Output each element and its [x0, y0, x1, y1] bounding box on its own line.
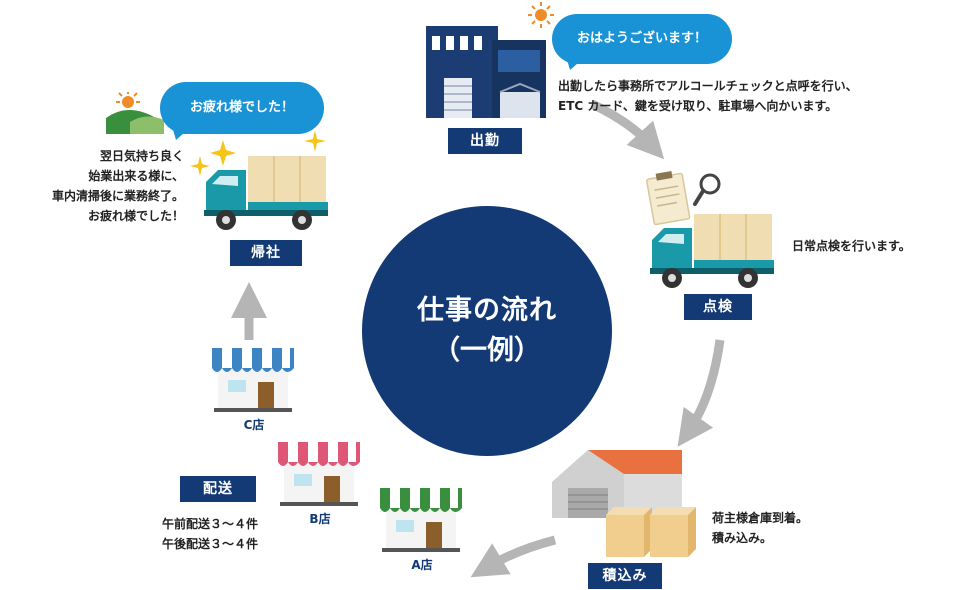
arrow-shukkin-to-tenken: [590, 99, 665, 160]
kisha-desc-line4: お疲れ様でした！: [87, 209, 184, 223]
arrow-tsumikomi-to-store-a: [470, 535, 557, 578]
store-b-label: B店: [309, 512, 331, 526]
tenken-desc: 日常点検を行います。: [792, 239, 911, 253]
store-icon: [278, 442, 360, 506]
haisou-desc-line1: 午前配送３～４件: [162, 517, 259, 531]
office-building-icon: [426, 26, 546, 118]
kisha-desc-line1: 翌日気持ち良く: [99, 149, 184, 163]
shukkin-desc-line2: ETC カード、鍵を受け取り、駐車場へ向かいます。: [558, 99, 838, 113]
store-icon: [380, 488, 462, 552]
tsumikomi-desc-line2: 積み込み。: [712, 531, 773, 545]
haisou-desc-line2: 午後配送３～４件: [162, 537, 259, 551]
greeting-bubble: おはようございます！: [552, 14, 732, 64]
step-label-tsumikomi: 積込み: [588, 563, 662, 589]
step-label-haisou: 配送: [180, 476, 256, 502]
greeting-bubble-tail: [566, 56, 586, 70]
shukkin-desc-line1: 出勤したら事務所でアルコールチェックと点呼を行い、: [558, 79, 858, 93]
warehouse-icon: [552, 450, 682, 518]
truck-icon: [204, 156, 328, 230]
clipboard-icon: [646, 171, 691, 226]
farewell-bubble: お疲れ様でした！: [160, 82, 324, 134]
kisha-desc-line2: 始業出来る様に、: [88, 169, 184, 183]
tsumikomi-desc-line1: 荷主様倉庫到着。: [712, 511, 809, 525]
farewell-bubble-tail: [172, 126, 192, 140]
truck-icon: [650, 214, 774, 288]
box-icon: [606, 507, 696, 557]
center-title: 仕事の流れ: [417, 295, 557, 326]
step-label-shukkin: 出勤: [448, 128, 522, 154]
sparkle-icon: [190, 156, 210, 176]
step-label-tenken: 点検: [684, 294, 752, 320]
store-c-label: C店: [243, 418, 265, 432]
arrow-tenken-to-tsumikomi: [677, 339, 725, 447]
sun-icon: [528, 2, 554, 28]
store-icon: [212, 348, 294, 412]
magnifier-icon: [693, 173, 721, 206]
store-a-label: A店: [411, 558, 433, 572]
center-circle: 仕事の流れ （一例）: [362, 206, 612, 456]
center-subtitle: （一例）: [433, 335, 541, 366]
landscape-icon: [106, 92, 164, 134]
sparkle-icon: [304, 130, 326, 152]
kisha-desc-line3: 車内清掃後に業務終了。: [51, 189, 184, 203]
step-label-kisha: 帰社: [230, 240, 302, 266]
sparkle-icon: [210, 140, 236, 166]
